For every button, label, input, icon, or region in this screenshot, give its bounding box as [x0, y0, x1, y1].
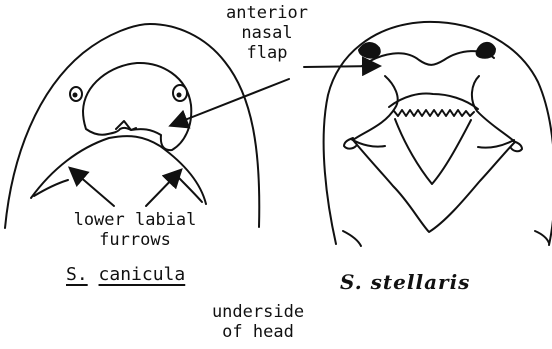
species-label-stellaris: S. stellaris	[340, 270, 470, 294]
canicula-right-furrow	[177, 176, 202, 202]
stellaris-right-nasal-flap-icon	[477, 43, 495, 58]
canicula-right-pupil-icon	[177, 93, 182, 98]
underside-of-head-label: underside of head	[205, 302, 311, 342]
stellaris-upper-jaw	[362, 51, 494, 66]
stellaris-head-outline	[324, 22, 552, 245]
furrows-label-line-1: lower labial	[40, 210, 230, 230]
stellaris-head	[324, 22, 552, 246]
stellaris-left-nasal-flap-icon	[359, 43, 380, 58]
anterior-label-line-3: flap	[214, 43, 320, 63]
lower-labial-furrows-arrow-left	[71, 169, 114, 206]
anterior-label-line-2: nasal	[214, 23, 320, 43]
stellaris-inner-mouth	[389, 94, 478, 109]
stellaris-right-gill-line	[535, 231, 549, 243]
species-genus: S.	[66, 264, 88, 285]
furrows-label-line-2: furrows	[40, 230, 230, 250]
anterior-nasal-flap-arrow-right	[304, 66, 378, 67]
underside-label-line-1: underside	[205, 302, 311, 322]
stellaris-mouth-outline	[353, 76, 515, 232]
species-label-canicula: S. canicula	[66, 264, 185, 285]
species-epithet: canicula	[99, 264, 186, 285]
stellaris-lower-teeth	[395, 119, 471, 184]
anterior-nasal-flap-label: anterior nasal flap	[214, 3, 320, 63]
lower-labial-furrows-label: lower labial furrows	[40, 210, 230, 250]
anterior-label-line-1: anterior	[214, 3, 320, 23]
lower-labial-furrows-arrow-right	[146, 171, 180, 206]
canicula-left-pupil-icon	[73, 93, 78, 98]
underside-label-line-2: of head	[205, 322, 311, 342]
stellaris-left-gill-line	[343, 231, 361, 246]
stellaris-right-barbel	[511, 141, 522, 151]
stellaris-tooth-row	[394, 110, 474, 116]
stellaris-right-jaw-fold	[478, 140, 514, 148]
